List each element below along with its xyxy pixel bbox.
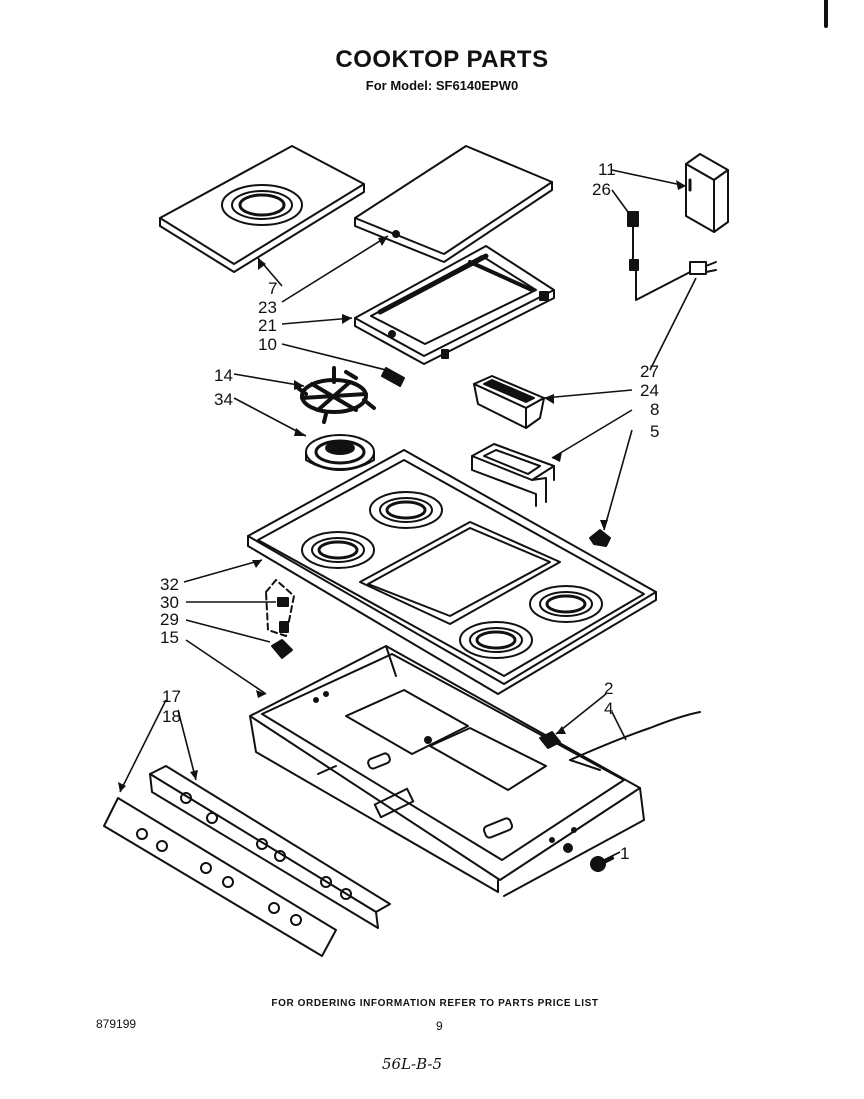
ordering-note: FOR ORDERING INFORMATION REFER TO PARTS …: [271, 998, 599, 1009]
part-34-burner-bowl: [305, 434, 375, 471]
part-18-control-panel-back: [149, 765, 391, 929]
part-1-screw: [590, 856, 614, 872]
part-17-control-panel-front: [103, 797, 337, 957]
callout-17: 17: [162, 687, 181, 706]
part-27-power-cord-clip: [689, 261, 717, 275]
part-7-cover-plate: [159, 145, 365, 273]
callout-10: 10: [258, 335, 277, 354]
part-26-switch: [627, 211, 695, 301]
callout-34: 34: [214, 390, 233, 409]
callout-27: 27: [640, 362, 659, 381]
part-23-griddle-cover: [354, 145, 553, 263]
part-11-switch-housing: [685, 153, 729, 233]
page-title: COOKTOP PARTS: [335, 46, 549, 73]
callout-1: 1: [620, 844, 629, 863]
page-number: 9: [436, 1019, 443, 1033]
part-2-connector: [539, 731, 561, 749]
callout-8: 8: [650, 400, 659, 419]
callout-32: 32: [160, 575, 179, 594]
callout-24: 24: [640, 381, 659, 400]
part-24-bracket-box: [473, 375, 545, 429]
callout-14: 14: [214, 366, 233, 385]
callout-11: 11: [598, 160, 616, 179]
part-14-burner-grate: [296, 366, 376, 424]
callout-5: 5: [650, 422, 659, 441]
callout-18: 18: [162, 707, 181, 726]
part-8-bracket-frame: [471, 443, 555, 507]
model-label: For Model: SF6140EPW0: [365, 78, 519, 93]
handwritten-note: 56L-B-5: [382, 1055, 443, 1073]
callout-15: 15: [160, 628, 179, 647]
callout-23: 23: [258, 298, 277, 317]
leader-lines: [119, 169, 697, 861]
part-32-cooktop-panel: [247, 449, 657, 695]
callout-29: 29: [160, 610, 179, 629]
part-30-29-igniter-assembly: [265, 579, 295, 659]
part-4-power-cable: [569, 711, 701, 771]
part-10-screw: [381, 367, 405, 387]
callout-26: 26: [592, 180, 611, 199]
leader-arrowheads: [118, 180, 686, 792]
callout-2: 2: [604, 679, 613, 698]
callout-30: 30: [160, 593, 179, 612]
callout-4: 4: [604, 699, 613, 718]
callout-labels: 11 26 7 23 21 10 14 34 27 24 8 5 32 30 2…: [160, 160, 659, 863]
part-5-clip: [589, 529, 611, 547]
callout-21: 21: [258, 316, 277, 335]
part-21-griddle-frame: [354, 245, 555, 365]
callout-7: 7: [268, 279, 277, 298]
document-code: 879199: [96, 1017, 137, 1031]
cooktop-base-pan: [249, 645, 645, 897]
